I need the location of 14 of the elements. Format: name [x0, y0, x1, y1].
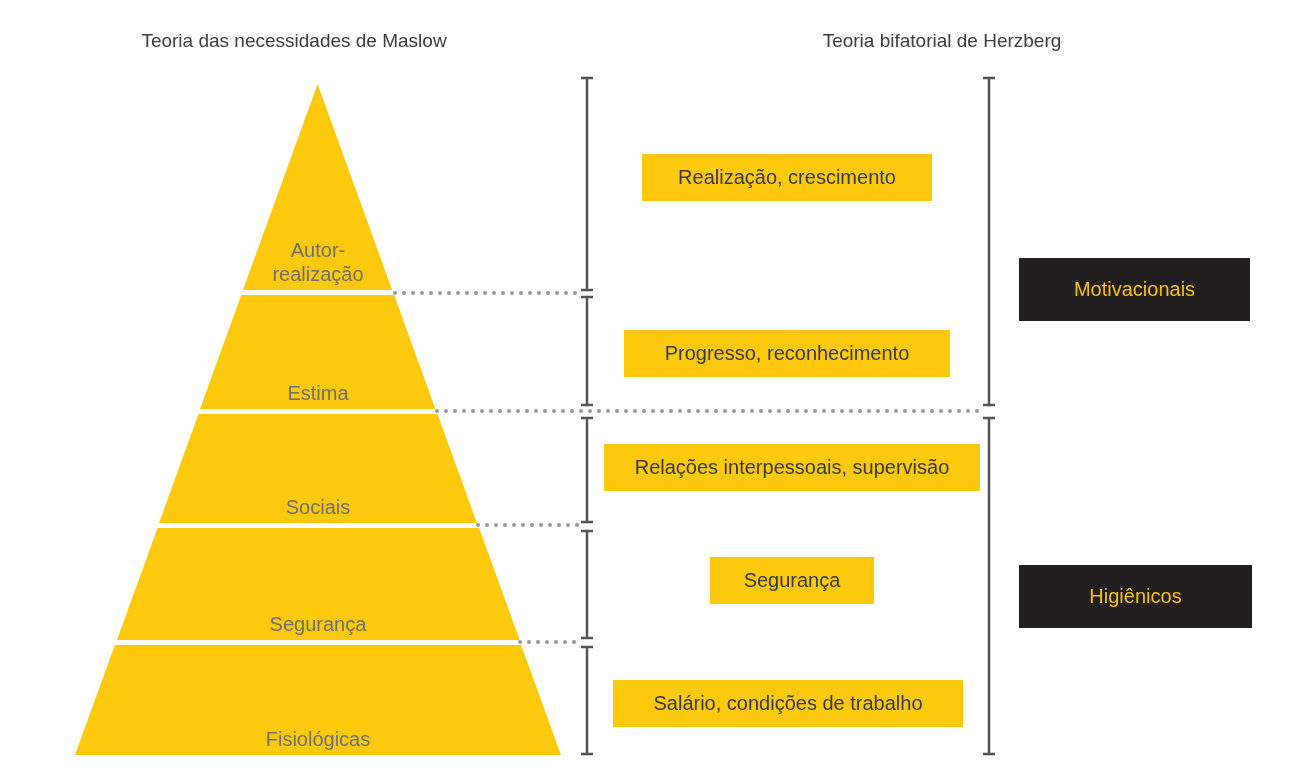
layer-label: Fisiológicas	[264, 727, 372, 751]
factor-box: Realização, crescimento	[642, 154, 932, 201]
layer-label: Estima	[286, 381, 350, 405]
layer-label: Autor-realização	[271, 238, 365, 286]
layer-label: Segurança	[268, 612, 368, 636]
column-heading: Teoria bifatorial de Herzberg	[822, 30, 1062, 52]
factor-box: Progresso, reconhecimento	[624, 330, 950, 377]
category-box: Motivacionais	[1019, 258, 1250, 321]
category-box: Higiênicos	[1019, 565, 1252, 628]
column-heading: Teoria das necessidades de Maslow	[141, 30, 447, 52]
factor-box: Salário, condições de trabalho	[613, 680, 963, 727]
factor-box: Relações interpessoais, supervisão	[604, 444, 980, 491]
layer-label: Sociais	[284, 495, 352, 519]
factor-box: Segurança	[710, 557, 874, 604]
